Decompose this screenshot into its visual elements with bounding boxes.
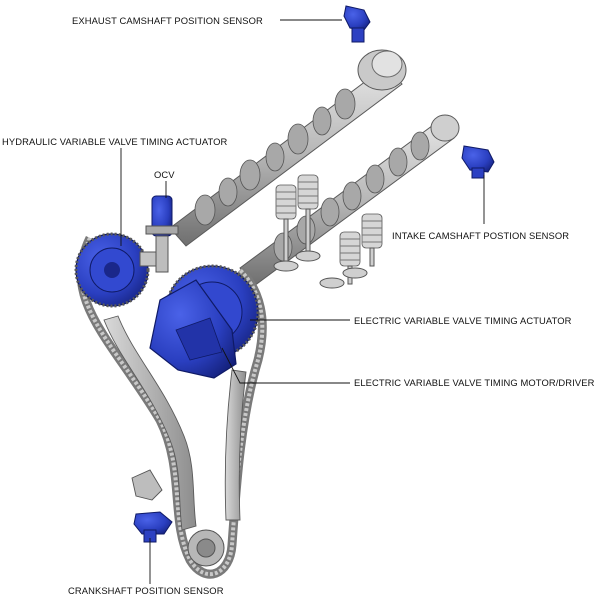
label-ocv: OCV: [154, 169, 175, 180]
crankshaft-sensor: [133, 511, 173, 543]
label-electric-vvt-actuator: ELECTRIC VARIABLE VALVE TIMING ACTUATOR: [354, 315, 572, 326]
label-exhaust-camshaft-sensor: EXHAUST CAMSHAFT POSITION SENSOR: [72, 15, 263, 26]
exhaust-camshaft-sensor: [343, 5, 371, 43]
ocv-valve: [145, 195, 179, 273]
label-hydraulic-vvt-actuator: HYDRAULIC VARIABLE VALVE TIMING ACTUATOR: [2, 136, 228, 147]
valves-and-springs: [273, 174, 383, 289]
leader-lines: [120, 19, 485, 584]
label-crankshaft-sensor: CRANKSHAFT POSITION SENSOR: [68, 585, 224, 596]
intake-camshaft-sensor: [461, 145, 495, 179]
label-intake-camshaft-sensor: INTAKE CAMSHAFT POSTION SENSOR: [392, 230, 570, 241]
electric-vvt-motor-driver: [149, 279, 237, 379]
hydraulic-vvt-actuator: [74, 232, 165, 308]
exhaust-camshaft: [169, 49, 407, 247]
label-electric-vvt-motor-driver: ELECTRIC VARIABLE VALVE TIMING MOTOR/DRI…: [354, 377, 595, 388]
leader-electric-vvt-motor: [221, 347, 350, 384]
timing-chain: [76, 236, 267, 579]
